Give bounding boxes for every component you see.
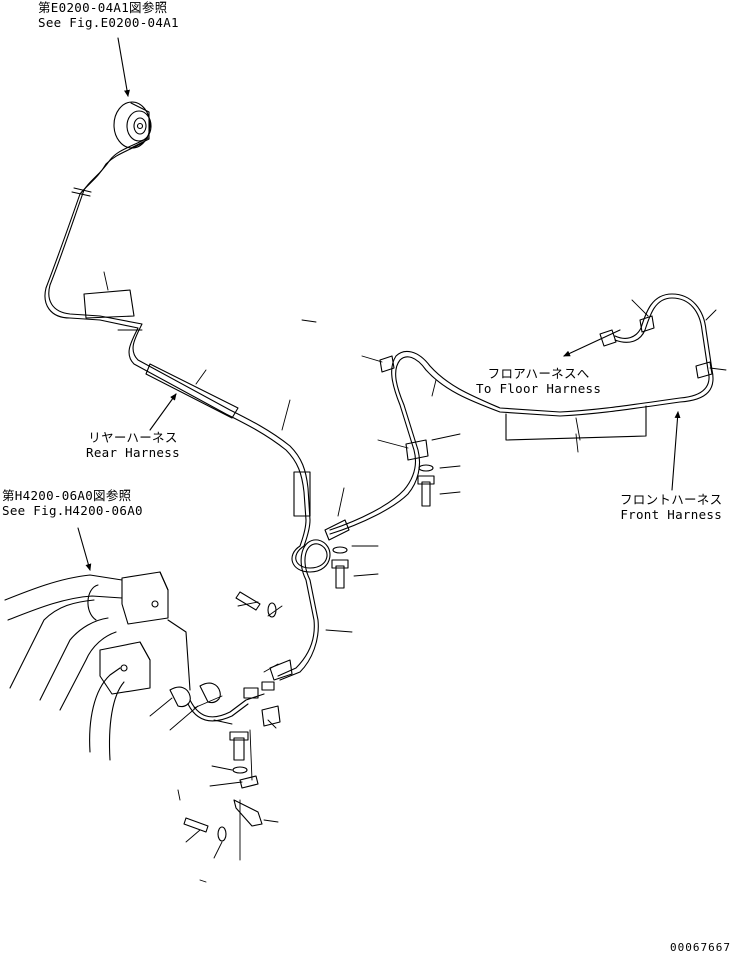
rear-harness-label: リヤーハーネス Rear Harness: [86, 430, 180, 460]
floor-harness-en: To Floor Harness: [476, 381, 602, 396]
front-harness-ja: フロントハーネス: [620, 492, 723, 507]
rear-harness-ja: リヤーハーネス: [88, 430, 178, 445]
loop-cable: [270, 540, 330, 680]
pipe-assembly: [5, 572, 190, 760]
fasteners: [184, 465, 434, 841]
floor-harness-ja: フロアハーネスへ: [487, 366, 590, 381]
front-harness-label: フロントハーネス Front Harness: [620, 492, 722, 522]
rear-harness-en: Rear Harness: [86, 445, 180, 460]
ref-h4200-ja: 第H4200-06A0図参照: [2, 488, 132, 503]
annotation-arrows: [78, 38, 681, 571]
rear-harness-cable: [45, 138, 310, 546]
ref-h4200-label: 第H4200-06A0図参照 See Fig.H4200-06A0: [2, 488, 143, 518]
floor-harness-label: フロアハーネスへ To Floor Harness: [476, 366, 601, 396]
center-harness-cable: [330, 294, 713, 534]
ref-e0200-label: 第E0200-04A1図参照 See Fig.E0200-04A1: [38, 0, 179, 30]
leader-lines: [104, 272, 726, 882]
ref-h4200-en: See Fig.H4200-06A0: [2, 503, 143, 518]
ref-e0200-en: See Fig.E0200-04A1: [38, 15, 179, 30]
ref-e0200-ja: 第E0200-04A1図参照: [38, 0, 168, 15]
sensor-connectors: [170, 682, 274, 721]
drawing-number: 00067667: [670, 941, 731, 954]
speaker-unit: [114, 102, 151, 148]
front-harness-en: Front Harness: [620, 507, 723, 522]
